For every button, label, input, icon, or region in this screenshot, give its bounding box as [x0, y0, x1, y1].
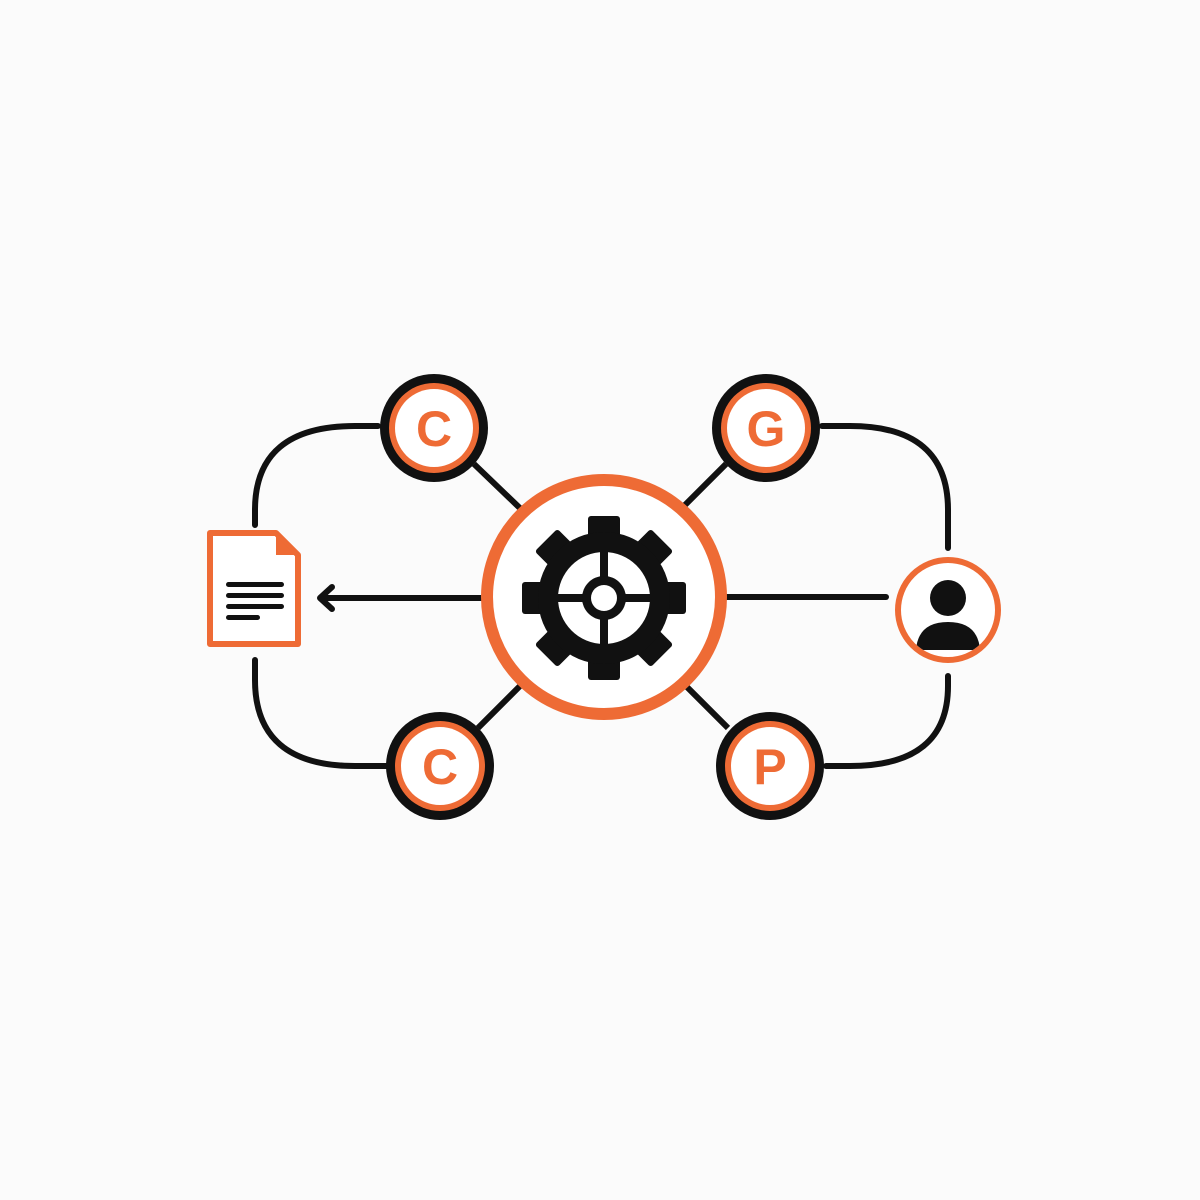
- node-letter-bottom-right: P: [753, 739, 786, 795]
- user-node: [895, 557, 1001, 663]
- spoke-bottom-right: [683, 683, 731, 731]
- node-letter-top-left: C: [416, 401, 452, 457]
- node-letter-top-right: G: [747, 401, 786, 457]
- right-loop-line-bottom: [823, 673, 951, 769]
- right-loop-line: [819, 423, 951, 551]
- spoke-bottom-left: [475, 681, 525, 731]
- output-arrow-head: [317, 584, 335, 612]
- node-bottom-right: P: [716, 712, 824, 820]
- user-icon: [916, 580, 980, 650]
- left-loop-line-bottom: [252, 657, 391, 769]
- node-letter-bottom-left: C: [422, 739, 458, 795]
- spoke-top-right: [677, 461, 729, 513]
- gear-crosshair-icon: [522, 516, 686, 680]
- node-top-left: C: [380, 374, 488, 482]
- node-top-right: G: [712, 374, 820, 482]
- document-icon: [207, 530, 301, 647]
- spoke-top-left: [471, 461, 527, 515]
- left-loop-line: [252, 423, 381, 528]
- node-bottom-left: C: [386, 712, 494, 820]
- central-hub: [481, 474, 727, 720]
